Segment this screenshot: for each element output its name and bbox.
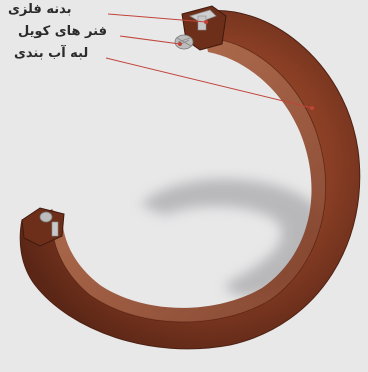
leader-dot-metal-body [204, 20, 208, 24]
coil-spring-bottom [40, 212, 52, 222]
leader-dot-sealing-lip [310, 106, 314, 110]
callout-metal-body: بدنه فلزی [8, 2, 72, 17]
sealing-lip-face [52, 38, 326, 322]
metal-insert-bottom [52, 222, 58, 236]
callout-coil-spring: فنر های کویل [18, 24, 107, 39]
coil-spring-top [175, 35, 193, 49]
leader-line-coil-spring [120, 36, 180, 44]
leader-dot-coil-spring [178, 42, 182, 46]
seal-ring-body [20, 10, 360, 348]
callout-sealing-lip: لبه آب بندی [14, 46, 88, 61]
